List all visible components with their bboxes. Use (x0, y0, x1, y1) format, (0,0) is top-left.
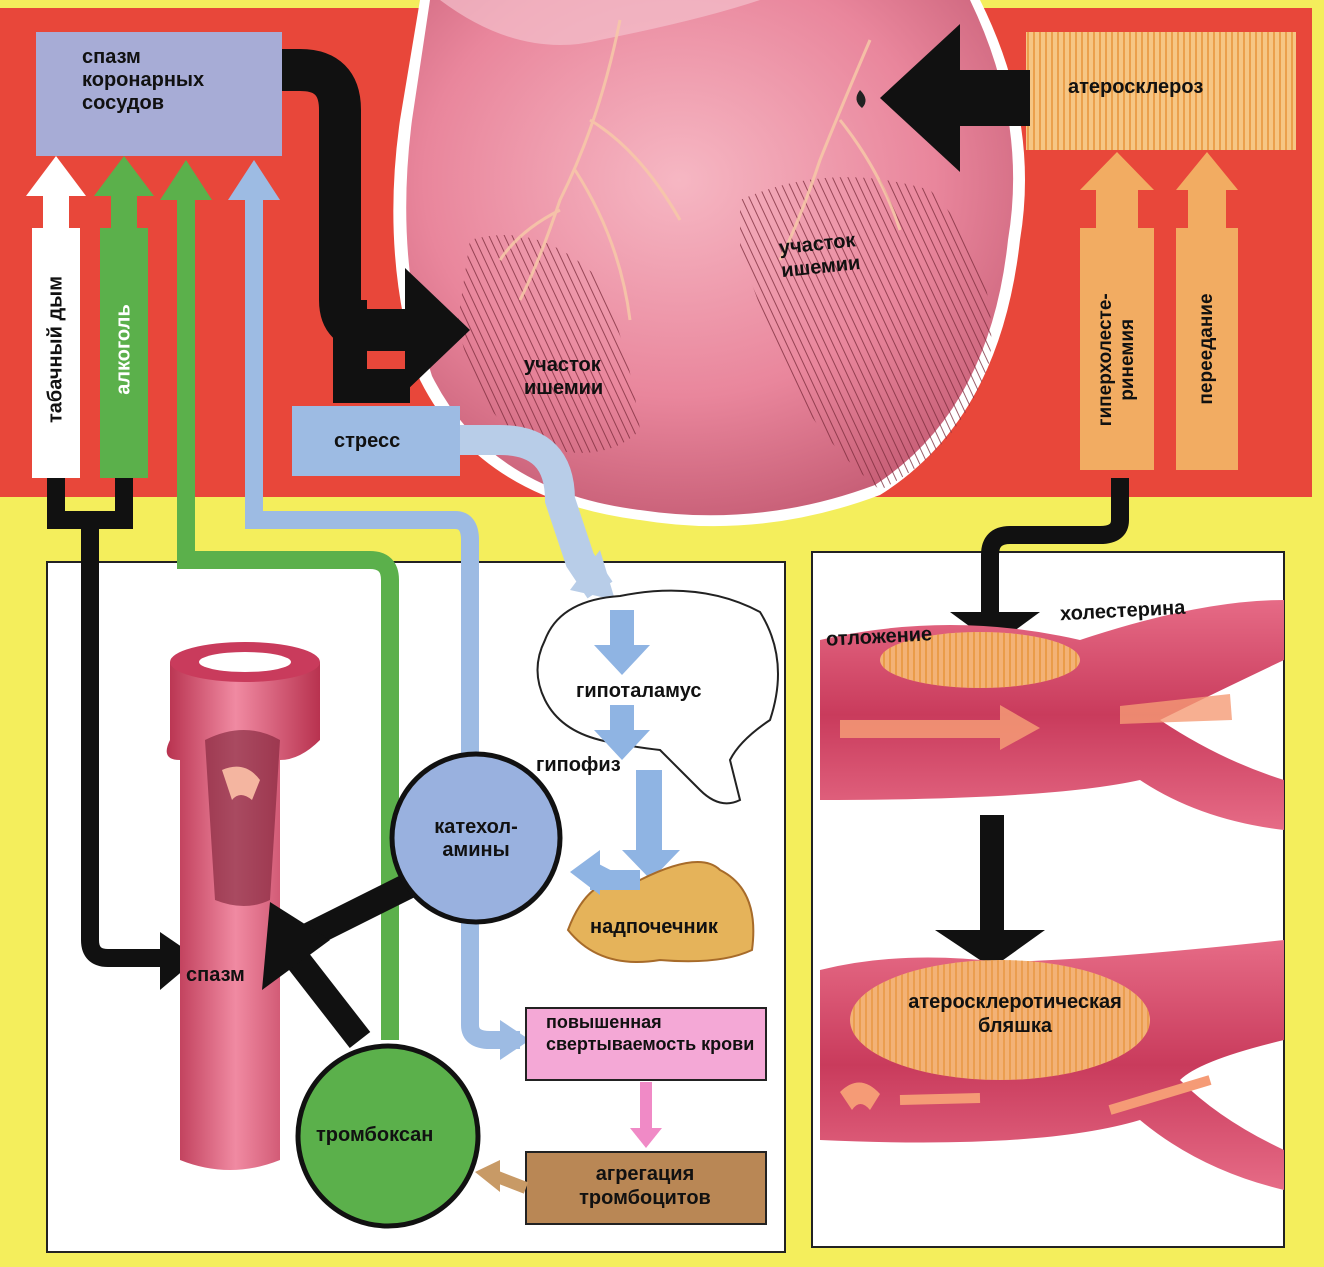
pituitary-label: гипофиз (536, 754, 621, 777)
spasm-label: спазм (186, 964, 245, 987)
adrenal-label: надпочечник (590, 916, 718, 939)
atherosclerosis-label: атеросклероз (1068, 76, 1203, 99)
alcohol-label: алкоголь (113, 225, 136, 475)
plaque-label: атеросклеротическая бляшка (880, 990, 1150, 1038)
overeating-label: переедание (1196, 229, 1218, 469)
tobacco-label: табачный дым (45, 225, 68, 475)
spasm-vessels-label: спазм коронарных сосудов (82, 46, 242, 115)
stress-label: стресс (334, 430, 400, 453)
aggregation-label: агрегация тромбоцитов (540, 1162, 750, 1210)
ischemia-left-label: участок ишемии (524, 354, 624, 400)
hypothalamus-label: гипоталамус (576, 680, 701, 703)
catecholamines-label: катехол- амины (416, 816, 536, 862)
thromboxane-label: тромбоксан (316, 1124, 433, 1147)
coagulation-label: повышенная свертываемость крови (546, 1012, 756, 1055)
hypercholesterolemia-label: гиперхолесте- ринемия (1095, 240, 1139, 480)
